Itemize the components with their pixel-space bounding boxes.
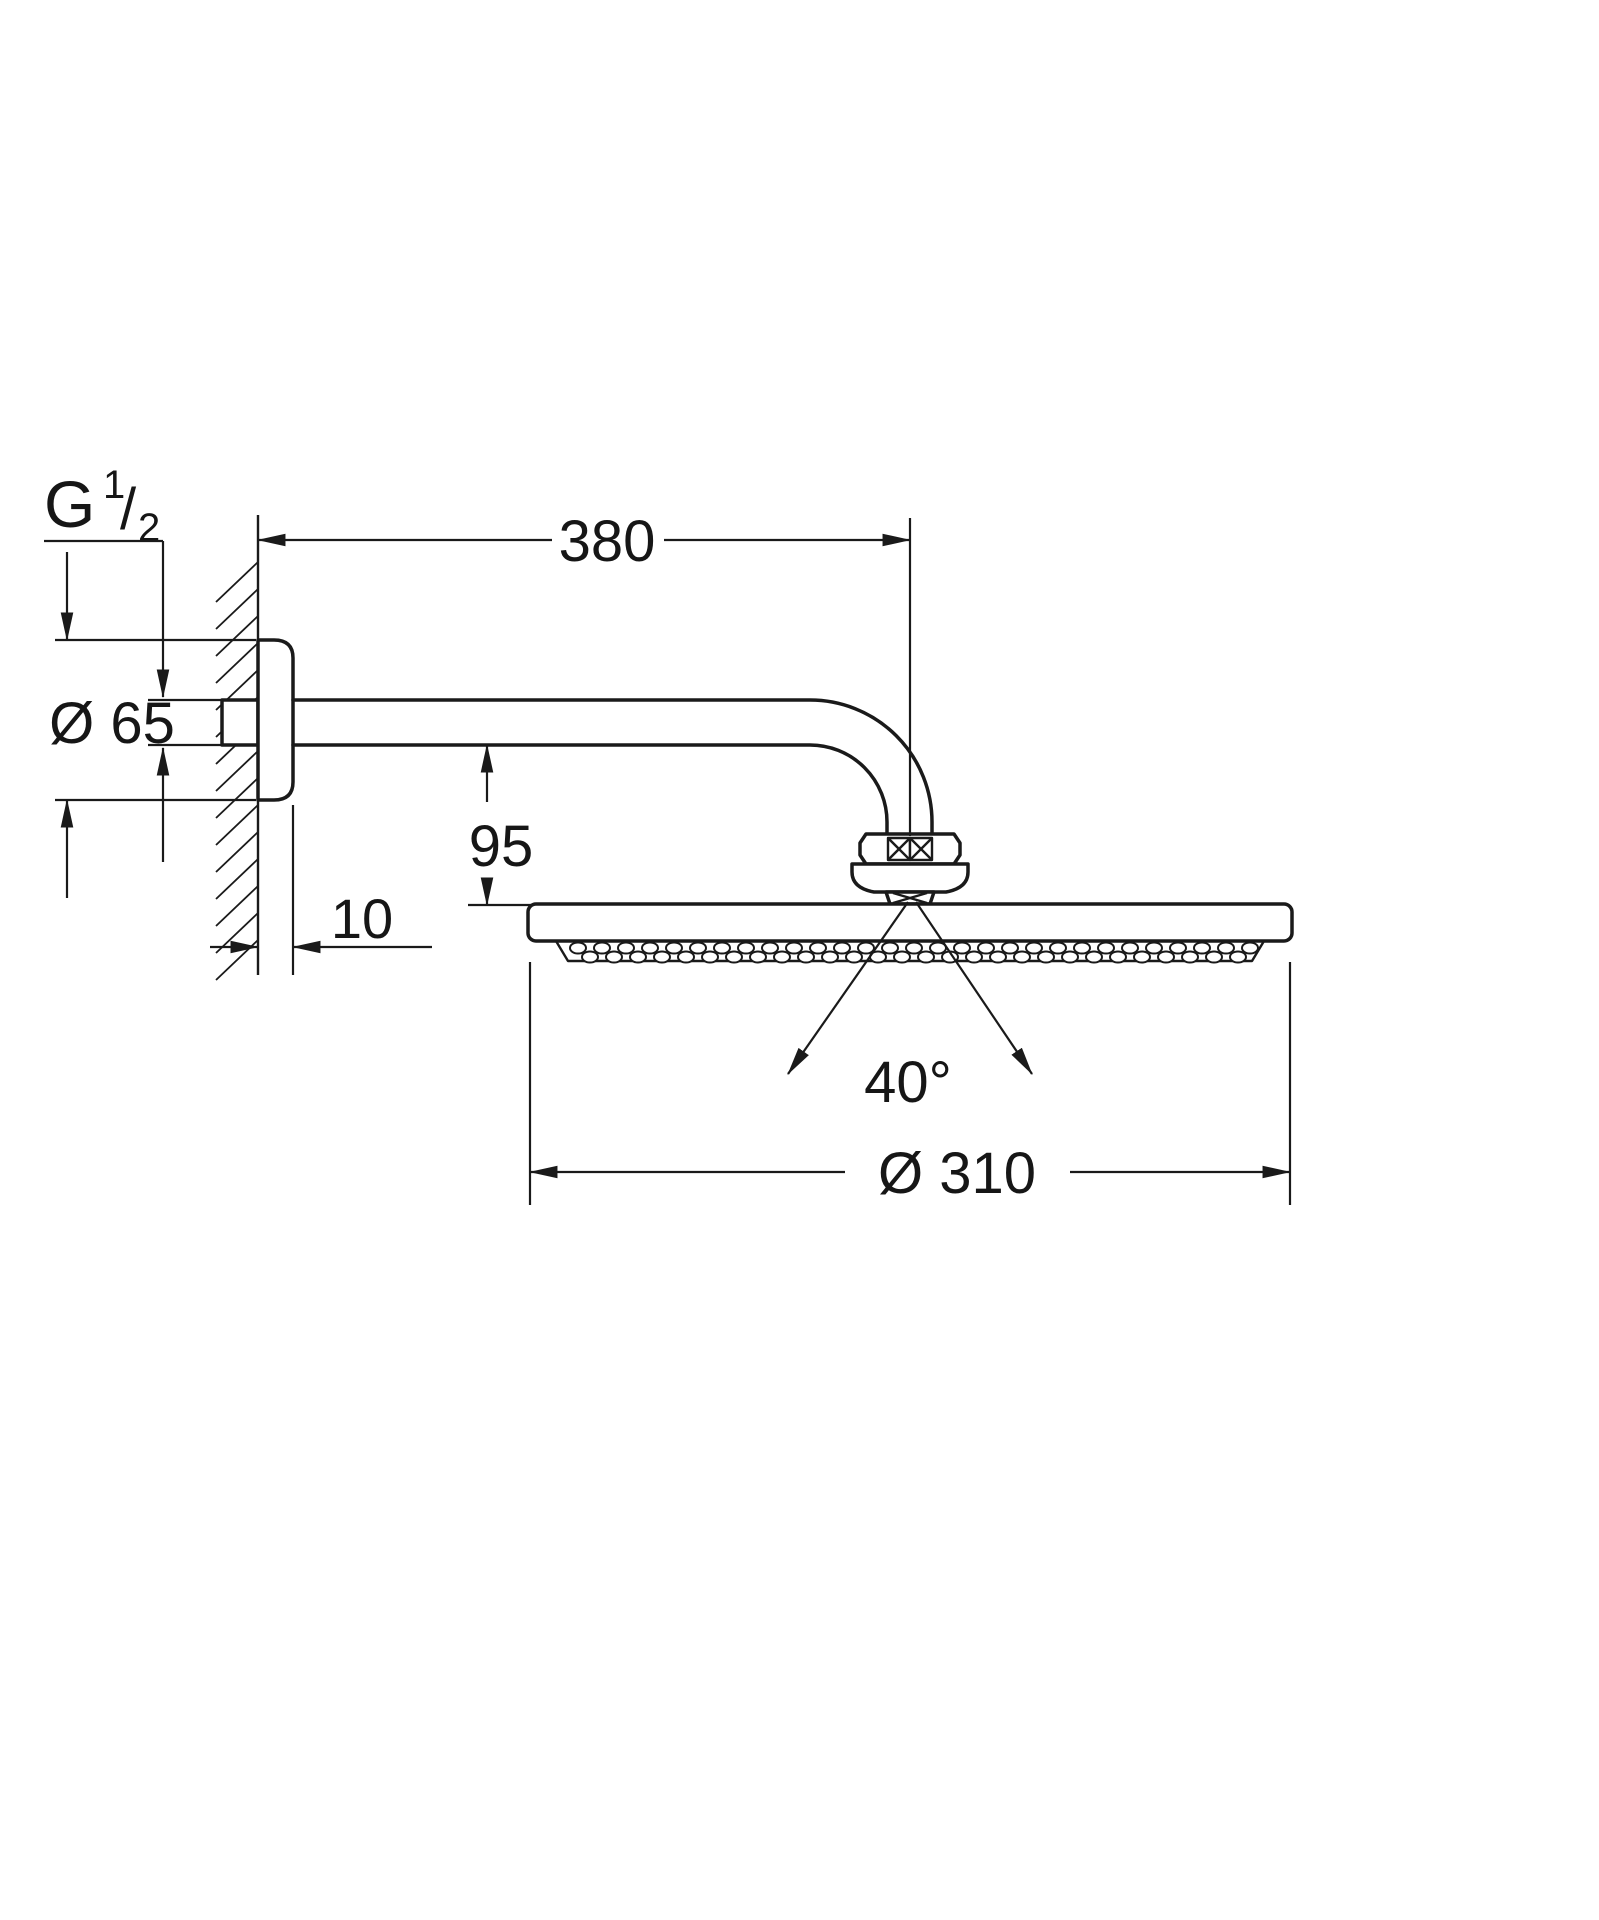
spray-angle-line-left	[787, 901, 909, 1075]
nozzle-dot	[1229, 950, 1247, 964]
nozzle-dot	[1061, 950, 1079, 964]
nozzle-dot	[977, 941, 995, 955]
nozzle-dot	[809, 941, 827, 955]
nozzle-dot	[1097, 941, 1115, 955]
nozzle-dot	[749, 950, 767, 964]
nozzle-dot	[1157, 950, 1175, 964]
nozzle-dot	[893, 950, 911, 964]
dim-thread-g-half: G 1 / 2	[44, 463, 222, 862]
nozzle-dot	[761, 941, 779, 955]
nozzle-dot	[1013, 950, 1031, 964]
nozzle-dot	[701, 950, 719, 964]
hatch-line	[215, 615, 259, 657]
spray-angle-label: 40°	[864, 1050, 952, 1115]
nozzle-dot	[1241, 941, 1259, 955]
thread-label-denominator: 2	[138, 506, 160, 550]
nozzle-dot	[773, 950, 791, 964]
nozzle-dot	[689, 941, 707, 955]
nozzle-dot	[737, 941, 755, 955]
dim-10-label: 10	[331, 887, 393, 950]
nozzle-dot	[641, 941, 659, 955]
hatch-line	[215, 804, 259, 846]
head-body	[526, 902, 1294, 943]
nozzle-dot	[833, 941, 851, 955]
thread-label-numerator: 1	[103, 463, 125, 507]
hatch-line	[215, 642, 259, 684]
nozzle-dot	[785, 941, 803, 955]
nozzle-dot	[1001, 941, 1019, 955]
dim-arm-length-380: 380	[256, 509, 912, 836]
nozzle-dot	[1121, 941, 1139, 955]
nozzle-dot	[953, 941, 971, 955]
dim-drop-height-95: 95	[468, 743, 534, 907]
hatch-line	[215, 561, 259, 603]
thread-nipple	[220, 698, 260, 747]
nozzle-dot	[677, 950, 695, 964]
arm-inner-line	[291, 743, 889, 836]
dim-65-label: Ø 65	[49, 691, 175, 756]
hatch-line	[215, 588, 259, 630]
dim-380-label: 380	[559, 509, 656, 574]
nozzle-dot	[653, 950, 671, 964]
nozzle-dot	[965, 950, 983, 964]
spray-nozzles	[569, 941, 1259, 964]
wall-hatching	[215, 561, 259, 981]
shower-head	[526, 902, 1294, 964]
nozzle-dot	[581, 950, 599, 964]
nozzle-dot	[617, 941, 635, 955]
spray-angle-line-right	[915, 901, 1033, 1075]
nozzle-dot	[917, 950, 935, 964]
thread-label-slash: /	[120, 477, 137, 542]
connector-cross-marks-lower	[892, 891, 928, 905]
nozzle-dot	[1109, 950, 1127, 964]
ball-joint-connector	[850, 832, 970, 906]
arm-outer-line	[291, 698, 934, 836]
nozzle-dot	[593, 941, 611, 955]
wall-flange	[256, 638, 295, 802]
nozzle-dot	[1073, 941, 1091, 955]
dim-head-diameter-310: Ø 310	[528, 962, 1292, 1206]
nozzle-dot	[1037, 950, 1055, 964]
nozzle-dot	[1133, 950, 1151, 964]
hatch-line	[215, 885, 259, 927]
nozzle-dot	[713, 941, 731, 955]
dim-310-label: Ø 310	[878, 1141, 1036, 1206]
dim-spray-angle-40: 40°	[787, 901, 1033, 1115]
nozzle-dot	[1169, 941, 1187, 955]
thread-label-g: G	[44, 467, 95, 541]
nozzle-dot	[1085, 950, 1103, 964]
nozzle-dot	[821, 950, 839, 964]
nozzle-dot	[1181, 950, 1199, 964]
nozzle-dot	[665, 941, 683, 955]
dim-flange-diameter-65: Ø 65	[49, 552, 256, 898]
hatch-line	[215, 777, 259, 819]
connector-cross-marks-upper	[886, 836, 934, 862]
nozzle-dot	[857, 941, 875, 955]
nozzle-dot	[989, 950, 1007, 964]
nozzle-dot	[881, 941, 899, 955]
nozzle-dot	[1193, 941, 1211, 955]
dim-95-label: 95	[469, 814, 534, 879]
nozzle-dot	[905, 941, 923, 955]
connector-collar	[850, 862, 970, 894]
hatch-line	[215, 750, 259, 792]
nozzle-dot	[1205, 950, 1223, 964]
nozzle-dot	[1217, 941, 1235, 955]
nozzle-dot	[569, 941, 587, 955]
nozzle-dot	[725, 950, 743, 964]
hatch-line	[215, 858, 259, 900]
nozzle-dot	[629, 950, 647, 964]
nozzle-dot	[845, 950, 863, 964]
nozzle-dot	[605, 950, 623, 964]
hatch-line	[215, 831, 259, 873]
nozzle-dot	[1025, 941, 1043, 955]
shower-arm	[291, 698, 934, 836]
nozzle-dot	[1145, 941, 1163, 955]
nozzle-dot	[797, 950, 815, 964]
dim-wall-offset-10: 10	[210, 805, 432, 975]
nozzle-dot	[1049, 941, 1067, 955]
